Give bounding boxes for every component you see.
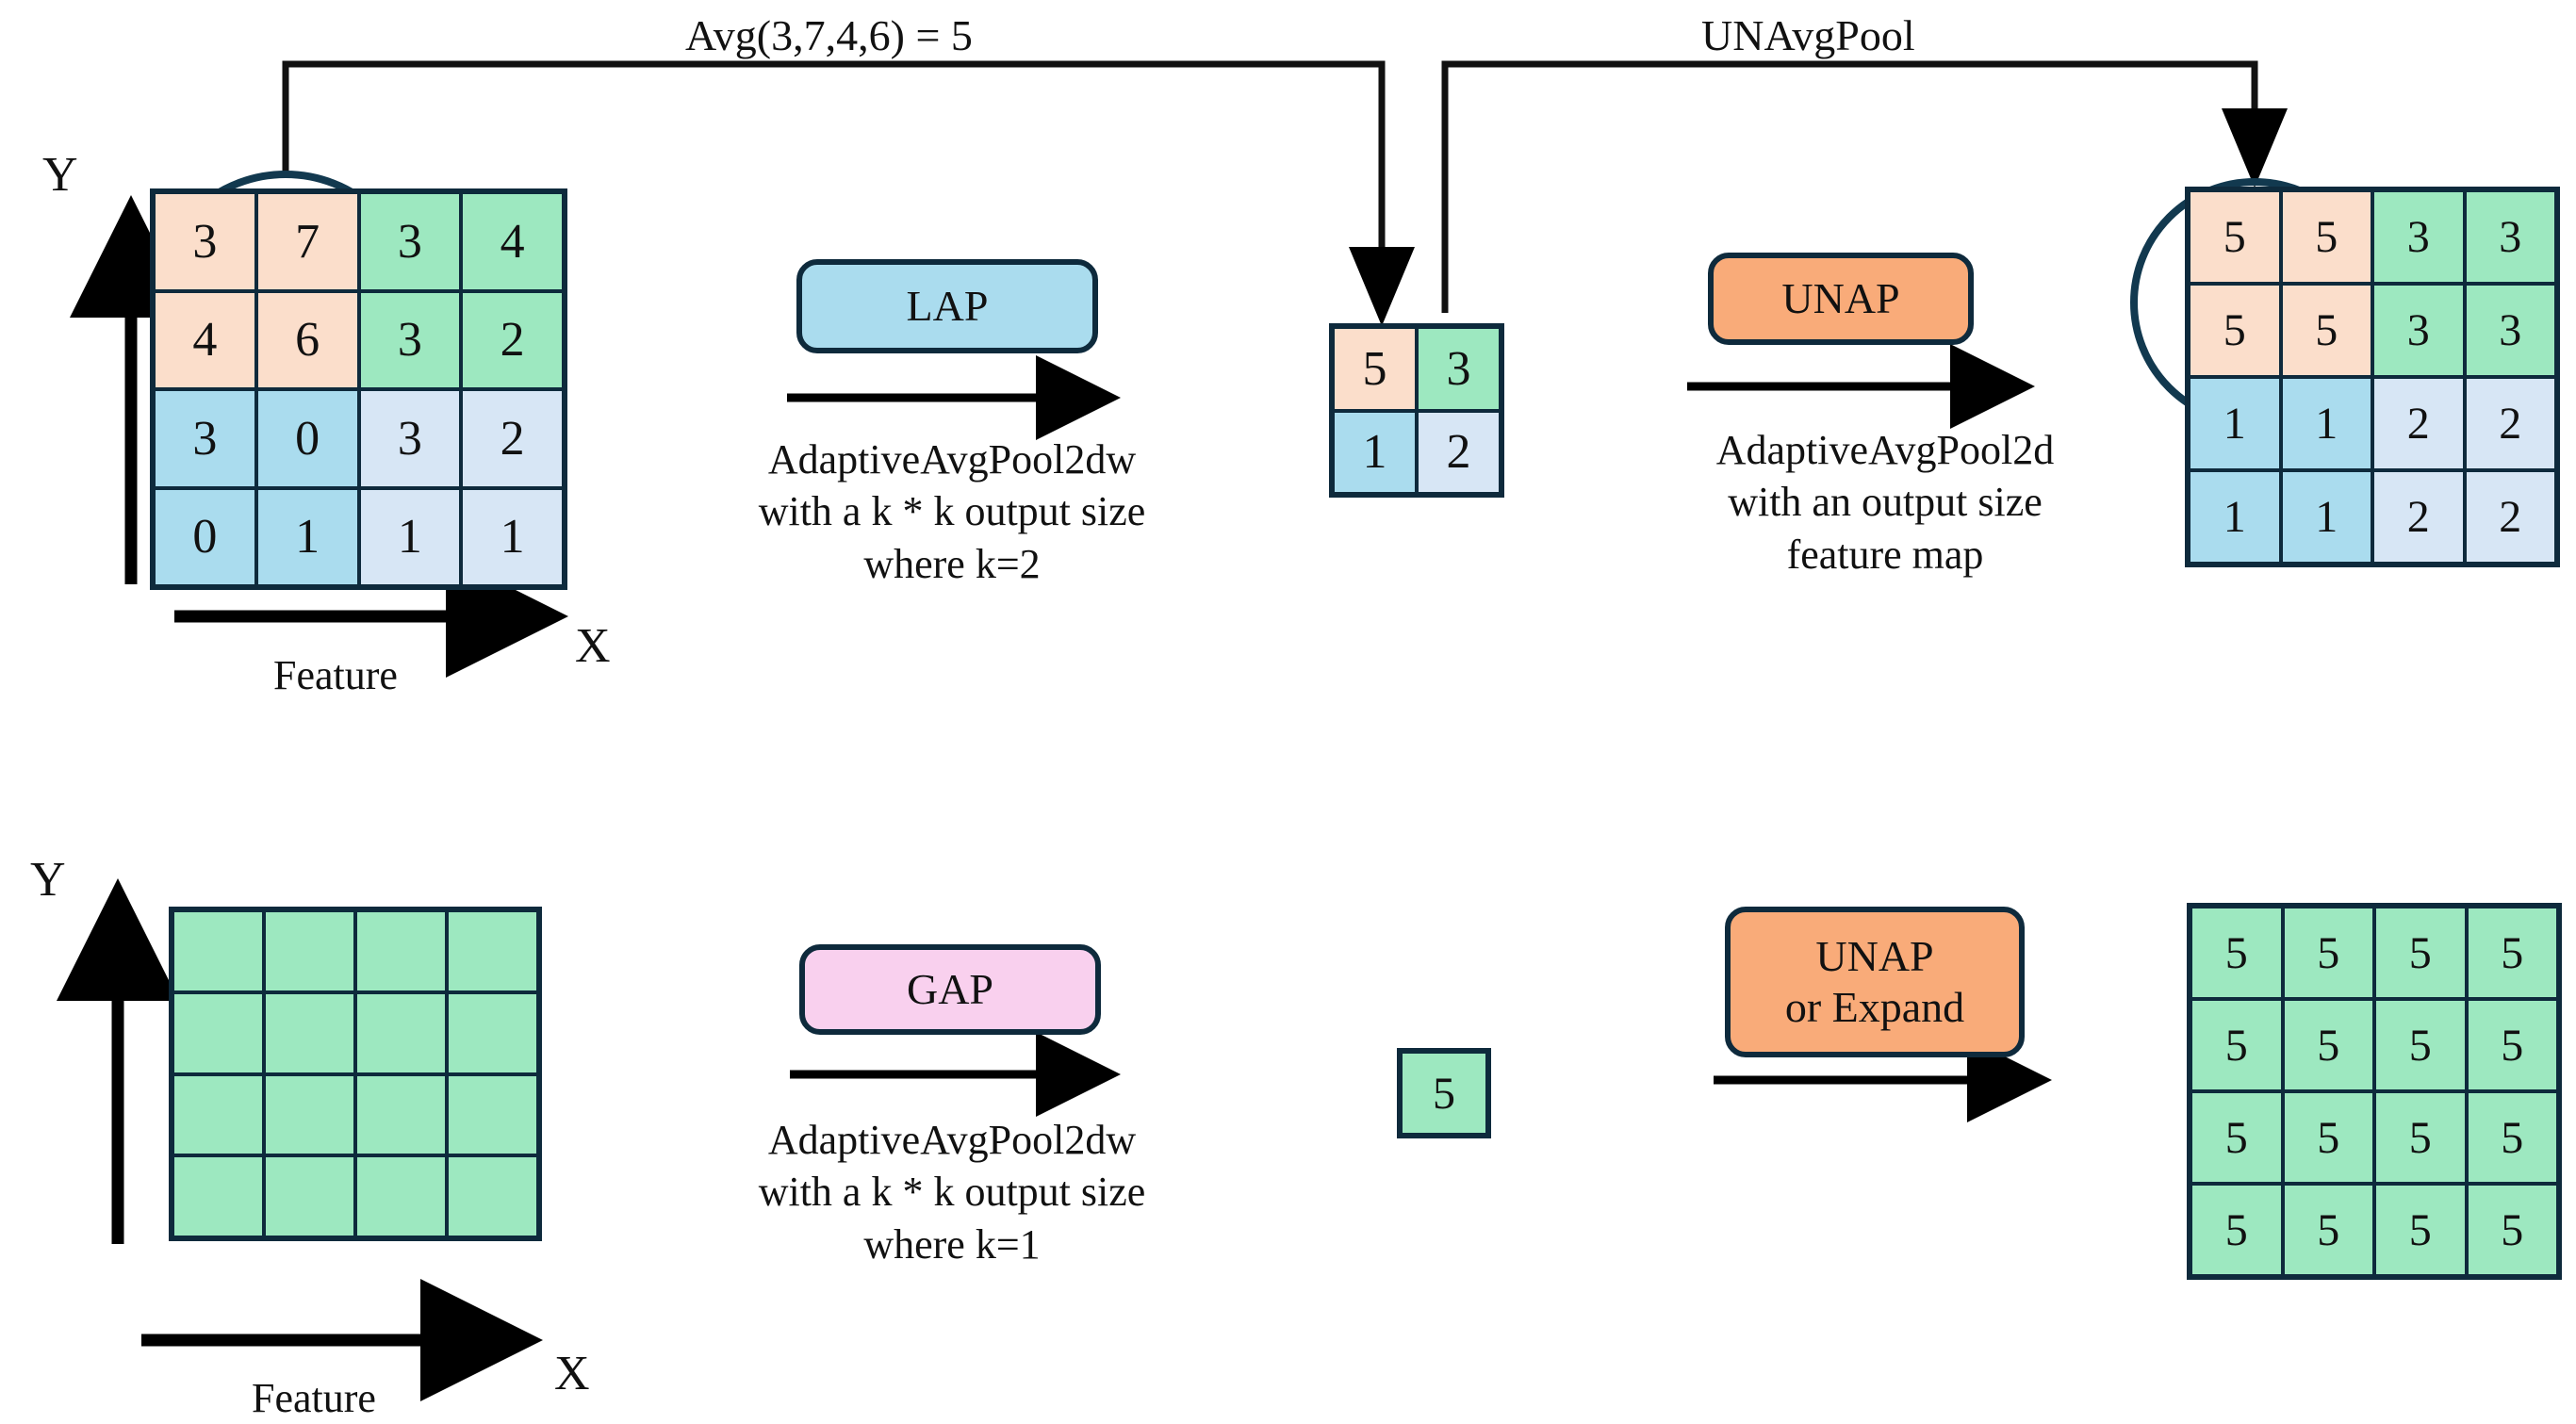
grid-cell: 3 bbox=[360, 194, 460, 289]
grid-cell: 7 bbox=[257, 194, 357, 289]
grid-cell bbox=[449, 1075, 536, 1154]
grid-cell: 3 bbox=[1419, 329, 1499, 409]
grid-cell bbox=[357, 1075, 445, 1154]
grid-cell: 5 bbox=[2192, 908, 2281, 997]
grid-cell: 1 bbox=[2190, 379, 2279, 468]
grid-cell: 6 bbox=[257, 292, 357, 387]
grid-cell bbox=[357, 993, 445, 1072]
grid-cell bbox=[266, 993, 353, 1072]
grid-cell bbox=[266, 912, 353, 990]
grid-cell: 2 bbox=[1419, 412, 1499, 492]
grid-cell: 1 bbox=[463, 489, 562, 584]
grid-cell: 5 bbox=[2284, 1001, 2372, 1089]
grid-cell bbox=[174, 993, 262, 1072]
grid-cell: 5 bbox=[2468, 1093, 2556, 1182]
grid-cell: 3 bbox=[2466, 192, 2554, 282]
grid-cell bbox=[357, 912, 445, 990]
grid-cell: 5 bbox=[2376, 1093, 2465, 1182]
grid-cell: 3 bbox=[2374, 286, 2463, 375]
caption-unap-top: AdaptiveAvgPool2d with an output size fe… bbox=[1715, 427, 2055, 578]
grid-cell: 4 bbox=[156, 292, 254, 387]
top-left-title: Avg(3,7,4,6) = 5 bbox=[685, 11, 973, 59]
grid-cell bbox=[174, 1157, 262, 1236]
grid-cell: 5 bbox=[2468, 908, 2556, 997]
op-chip-lap[interactable]: LAP bbox=[796, 259, 1098, 353]
caption-gap: AdaptiveAvgPool2dw with a k * k output s… bbox=[758, 1117, 1146, 1268]
grid-cell bbox=[449, 912, 536, 990]
top-right-title: UNAvgPool bbox=[1701, 11, 1915, 59]
grid-cell: 1 bbox=[2282, 472, 2371, 562]
grid-cell: 5 bbox=[2190, 192, 2279, 282]
grid-cell: 2 bbox=[463, 391, 562, 486]
grid-cell: 1 bbox=[257, 489, 357, 584]
grid-cell: 1 bbox=[1335, 412, 1415, 492]
grid-cell: 5 bbox=[2376, 908, 2465, 997]
grid-cell: 1 bbox=[360, 489, 460, 584]
grid-cell bbox=[357, 1157, 445, 1236]
grid-cell: 5 bbox=[2192, 1093, 2281, 1182]
grid-cell: 2 bbox=[2466, 472, 2554, 562]
grid-cell: 4 bbox=[463, 194, 562, 289]
caption-lap: AdaptiveAvgPool2dw with a k * k output s… bbox=[758, 436, 1146, 587]
grid-cell: 2 bbox=[2374, 472, 2463, 562]
grid-cell bbox=[266, 1075, 353, 1154]
grid-cell: 5 bbox=[2376, 1001, 2465, 1089]
grid-cell bbox=[174, 1075, 262, 1154]
grid-cell: 5 bbox=[2284, 1093, 2372, 1182]
grid-cell: 3 bbox=[156, 194, 254, 289]
feature-map-4x4-blank[interactable] bbox=[169, 907, 542, 1241]
grid-cell: 5 bbox=[2192, 1186, 2281, 1274]
grid-cell: 5 bbox=[2468, 1186, 2556, 1274]
x-axis-label-top: X bbox=[575, 619, 611, 673]
feature-label-top: Feature bbox=[273, 652, 398, 698]
grid-cell: 5 bbox=[2192, 1001, 2281, 1089]
grid-cell: 1 bbox=[2190, 472, 2279, 562]
grid-cell: 5 bbox=[2190, 286, 2279, 375]
grid-cell: 5 bbox=[2282, 192, 2371, 282]
pooled-1x1[interactable]: 5 bbox=[1397, 1048, 1491, 1138]
grid-cell: 5 bbox=[1335, 329, 1415, 409]
grid-cell bbox=[449, 993, 536, 1072]
grid-cell: 0 bbox=[257, 391, 357, 486]
grid-cell: 5 bbox=[2468, 1001, 2556, 1089]
grid-cell: 2 bbox=[463, 292, 562, 387]
grid-cell bbox=[266, 1157, 353, 1236]
y-axis-label-top: Y bbox=[42, 148, 78, 202]
grid-cell bbox=[174, 912, 262, 990]
grid-cell: 3 bbox=[360, 292, 460, 387]
x-axis-label-bottom: X bbox=[554, 1347, 590, 1400]
grid-cell: 3 bbox=[156, 391, 254, 486]
grid-cell bbox=[449, 1157, 536, 1236]
grid-cell: 2 bbox=[2466, 379, 2554, 468]
op-chip-unap-expand[interactable]: UNAP or Expand bbox=[1725, 907, 2025, 1057]
grid-cell: 3 bbox=[360, 391, 460, 486]
grid-cell: 3 bbox=[2466, 286, 2554, 375]
grid-cell: 5 bbox=[2284, 908, 2372, 997]
op-chip-unap-top[interactable]: UNAP bbox=[1708, 253, 1974, 345]
grid-cell: 5 bbox=[2284, 1186, 2372, 1274]
grid-cell: 1 bbox=[2282, 379, 2371, 468]
grid-cell: 5 bbox=[1403, 1054, 1485, 1133]
grid-cell: 0 bbox=[156, 489, 254, 584]
grid-cell: 5 bbox=[2376, 1186, 2465, 1274]
feature-label-bottom: Feature bbox=[252, 1375, 376, 1421]
grid-cell: 3 bbox=[2374, 192, 2463, 282]
y-axis-label-bottom: Y bbox=[30, 853, 66, 907]
grid-cell: 5 bbox=[2282, 286, 2371, 375]
op-chip-gap[interactable]: GAP bbox=[799, 944, 1101, 1035]
grid-cell: 2 bbox=[2374, 379, 2463, 468]
